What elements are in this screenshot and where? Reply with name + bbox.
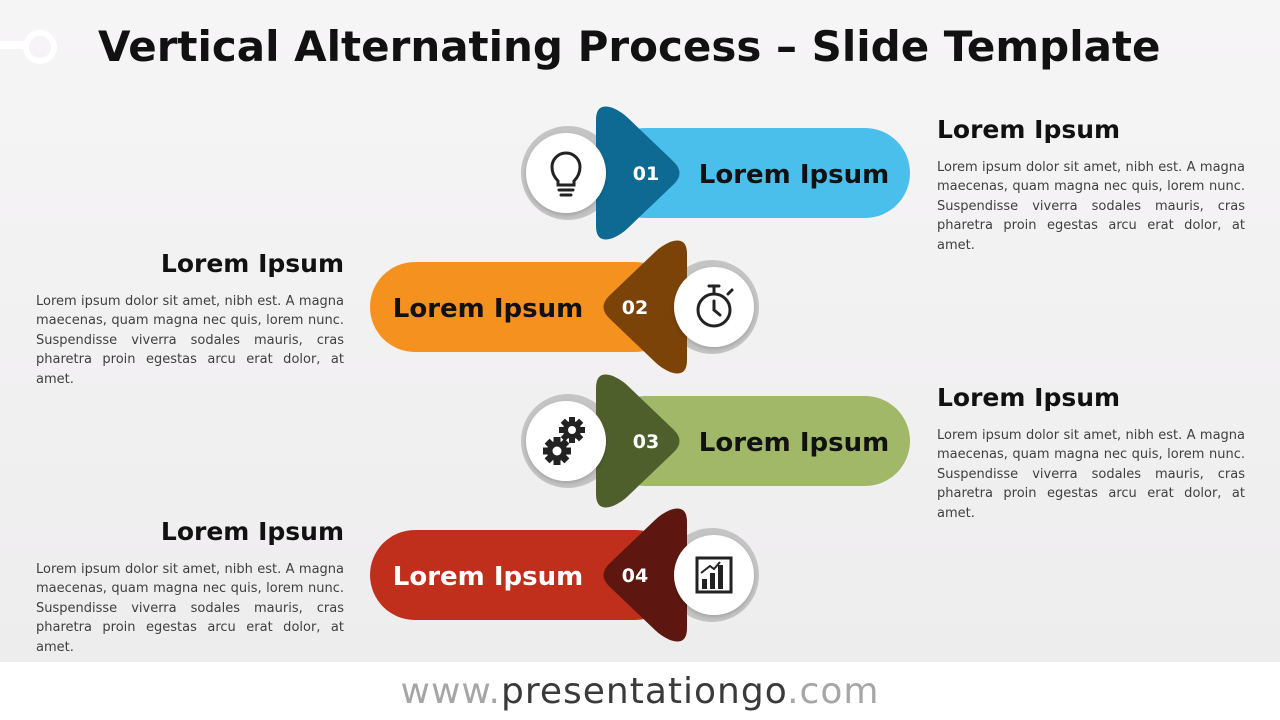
step-4-description: Lorem ipsum dolor sit amet, nibh est. A … [36,562,344,655]
footer-url-suffix: .com [787,671,880,712]
stopwatch-icon [696,284,734,328]
step-3-arrow [596,374,680,508]
step-4-number: 04 [622,565,648,587]
step-2-label: Lorem Ipsum [393,294,583,324]
step-1-arrow [596,106,680,240]
bar-chart-icon [695,556,733,594]
step-2-heading: Lorem Ipsum [160,249,344,278]
step-2-number: 02 [622,297,648,319]
step-3-number: 03 [633,431,659,453]
process-step-4: 04 Lorem Ipsum [370,508,759,642]
footer-url-brand: presentationgo [501,671,788,712]
step-2-arrow [603,240,687,374]
process-step-3: 03 Lorem Ipsum [521,374,910,508]
step-4-label: Lorem Ipsum [393,562,583,592]
step-4-arrow [603,508,687,642]
step-1-heading: Lorem Ipsum [937,115,1121,144]
step-3-label: Lorem Ipsum [699,428,889,458]
step-4-heading: Lorem Ipsum [160,517,344,546]
step-3-heading: Lorem Ipsum [937,383,1121,412]
process-diagram: 01 Lorem Ipsum 02 Lorem Ipsum [370,106,910,642]
step-1-description: Lorem ipsum dolor sit amet, nibh est. A … [937,160,1245,253]
footer-bar [0,662,1280,720]
step-1-label: Lorem Ipsum [699,160,889,190]
step-2-description: Lorem ipsum dolor sit amet, nibh est. A … [36,294,344,387]
step-1-circle [526,133,606,213]
process-step-2: 02 Lorem Ipsum [370,240,759,374]
step-3-description: Lorem ipsum dolor sit amet, nibh est. A … [937,428,1245,521]
slide-title: Vertical Alternating Process – Slide Tem… [98,22,1161,71]
footer-url: www.presentationgo.com [0,670,1280,714]
step-3-bar [600,396,910,486]
gears-icon [543,417,585,465]
step-4-bar [370,530,680,620]
process-step-1: 01 Lorem Ipsum [521,106,910,240]
lightbulb-icon [550,151,582,197]
footer-url-prefix: www. [400,671,501,712]
hanger-hook-icon [0,30,57,64]
step-2-bar [370,262,680,352]
step-1-number: 01 [633,163,659,185]
step-1-bar [600,128,910,218]
